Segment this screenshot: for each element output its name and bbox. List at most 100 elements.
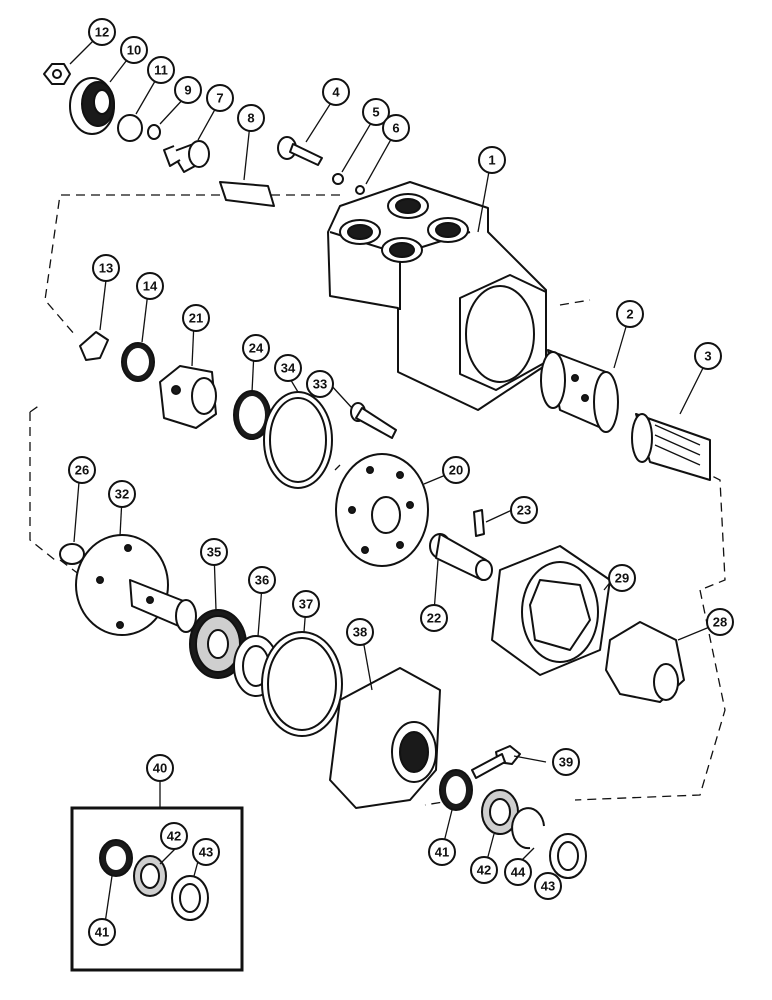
kit-callout-42: 42 — [160, 822, 188, 850]
part-39-bolt — [471, 745, 521, 779]
part-2-sleeve — [540, 349, 619, 433]
callout-2: 2 — [616, 300, 644, 328]
part-23-pin — [473, 509, 485, 537]
svg-text:28: 28 — [713, 615, 727, 630]
svg-text:12: 12 — [95, 25, 109, 40]
callout-21: 21 — [182, 304, 210, 332]
kit-callout-41: 41 — [88, 918, 116, 946]
callout-24: 24 — [242, 334, 270, 362]
svg-text:24: 24 — [249, 341, 264, 356]
svg-text:40: 40 — [153, 761, 167, 776]
middle-dashed-boundary — [29, 404, 726, 591]
callout-40: 40 — [146, 754, 174, 782]
part-1-housing — [327, 181, 547, 411]
svg-text:32: 32 — [115, 487, 129, 502]
svg-text:3: 3 — [704, 349, 711, 364]
callout-36: 36 — [248, 566, 276, 594]
part-11-o-ring — [117, 114, 143, 142]
callout-41: 41 — [428, 838, 456, 866]
part-22-drive-shaft — [429, 533, 493, 581]
part-20-plate — [335, 453, 429, 567]
callout-20: 20 — [442, 456, 470, 484]
svg-text:23: 23 — [517, 503, 531, 518]
callout-14: 14 — [136, 272, 164, 300]
callout-9: 9 — [174, 76, 202, 104]
part-10-plug — [69, 77, 115, 135]
svg-text:9: 9 — [184, 83, 191, 98]
svg-text:37: 37 — [299, 597, 313, 612]
part-8-plate — [219, 181, 275, 207]
callout-37: 37 — [292, 590, 320, 618]
svg-text:2: 2 — [626, 307, 633, 322]
svg-text:29: 29 — [615, 571, 629, 586]
svg-text:7: 7 — [216, 91, 223, 106]
seal-kit-box — [70, 806, 244, 972]
callout-34: 34 — [274, 354, 302, 382]
part-28-gerotor-star — [605, 621, 685, 703]
part-13-fitting — [79, 331, 109, 361]
callout-8: 8 — [237, 104, 265, 132]
kit-callout-43: 43 — [192, 838, 220, 866]
part-6-ball — [355, 185, 365, 195]
callout-6: 6 — [382, 114, 410, 142]
svg-text:39: 39 — [559, 755, 573, 770]
callout-33: 33 — [306, 370, 334, 398]
svg-text:42: 42 — [167, 829, 181, 844]
svg-text:38: 38 — [353, 625, 367, 640]
part-12-nut — [43, 63, 71, 85]
callout-38: 38 — [346, 618, 374, 646]
svg-text:11: 11 — [154, 63, 168, 78]
callout-10: 10 — [120, 36, 148, 64]
svg-text:41: 41 — [95, 925, 109, 940]
callout-13: 13 — [92, 254, 120, 282]
svg-text:6: 6 — [392, 121, 399, 136]
part-5-o-ring — [332, 173, 344, 185]
callout-23: 23 — [510, 496, 538, 524]
part-26-bushing — [59, 543, 85, 565]
svg-text:26: 26 — [75, 463, 89, 478]
svg-text:41: 41 — [435, 845, 449, 860]
svg-text:20: 20 — [449, 463, 463, 478]
part-32-output-shaft — [75, 534, 197, 636]
svg-text:21: 21 — [189, 311, 203, 326]
callout-44: 44 — [504, 858, 532, 886]
svg-text:34: 34 — [281, 361, 296, 376]
svg-text:14: 14 — [143, 279, 158, 294]
callout-26: 26 — [68, 456, 96, 484]
callout-35: 35 — [200, 538, 228, 566]
part-4-pin — [277, 136, 323, 166]
svg-text:1: 1 — [488, 153, 495, 168]
part-7-valve — [163, 140, 210, 173]
svg-text:43: 43 — [541, 879, 555, 894]
callout-42: 42 — [470, 856, 498, 884]
part-33-bolt — [350, 402, 397, 439]
callout-29: 29 — [608, 564, 636, 592]
callout-28: 28 — [706, 608, 734, 636]
callout-32: 32 — [108, 480, 136, 508]
leader-lines — [69, 37, 713, 931]
part-3-spool — [631, 413, 711, 481]
part-35-bearing — [189, 609, 247, 679]
callout-5: 5 — [362, 98, 390, 126]
callout-4: 4 — [322, 78, 350, 106]
svg-text:36: 36 — [255, 573, 269, 588]
part-21-valve-block — [159, 365, 217, 429]
svg-text:8: 8 — [247, 111, 254, 126]
svg-text:33: 33 — [313, 377, 327, 392]
part-9-o-ring — [147, 124, 161, 140]
callout-39: 39 — [552, 748, 580, 776]
callout-1: 1 — [478, 146, 506, 174]
svg-text:43: 43 — [199, 845, 213, 860]
svg-text:22: 22 — [427, 611, 441, 626]
svg-text:35: 35 — [207, 545, 221, 560]
callout-3: 3 — [694, 342, 722, 370]
callout-12: 12 — [88, 18, 116, 46]
part-38-end-cap — [329, 667, 441, 809]
callout-43: 43 — [534, 872, 562, 900]
svg-text:44: 44 — [511, 865, 526, 880]
svg-text:5: 5 — [372, 105, 379, 120]
svg-text:13: 13 — [99, 261, 113, 276]
part-44-snap-ring — [511, 807, 545, 850]
svg-text:42: 42 — [477, 863, 491, 878]
